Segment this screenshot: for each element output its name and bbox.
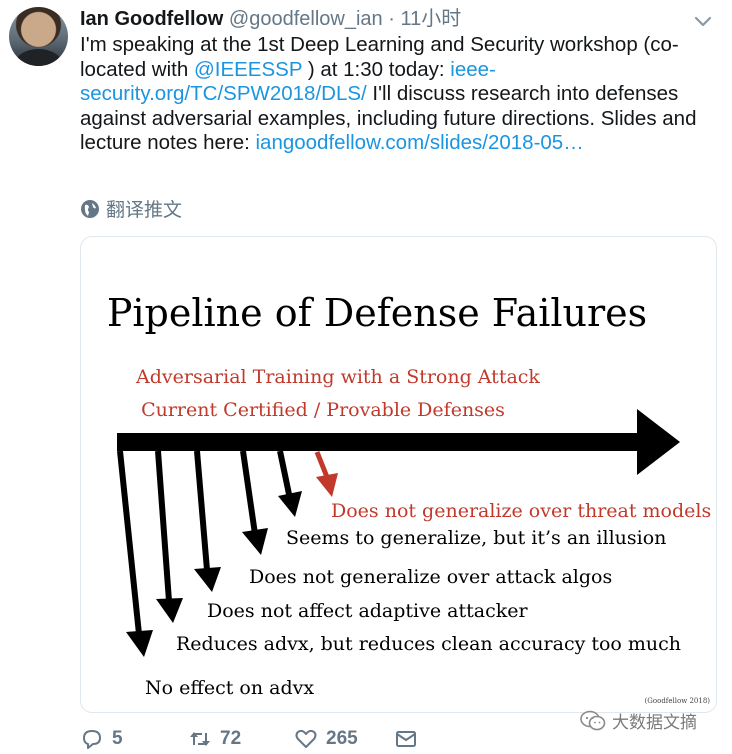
tweet-timestamp[interactable]: 11小时 [400,8,462,30]
direct-message-button[interactable] [394,727,418,751]
main-arrowhead [637,409,680,475]
wechat-icon [580,710,606,730]
slide-image[interactable]: Pipeline of Defense Failures Adversarial… [80,236,717,713]
main-pipeline-arrow [117,433,647,451]
author-handle[interactable]: @goodfellow_ian [228,8,383,30]
red-arrowhead [316,473,338,497]
tweet-body: I'm speaking at the 1st Deep Learning an… [80,33,720,156]
retweet-icon [190,732,210,746]
branch-arrows [117,450,302,657]
watermark-label: 大数据文摘 [612,713,697,732]
failure-label: Does not generalize over attack algos [249,566,612,588]
watermark: 大数据文摘 [580,708,697,733]
failure-label: Seems to generalize, but it’s an illusio… [286,527,666,549]
tweet-header: Ian Goodfellow @goodfellow_ian · 11小时 [80,6,461,32]
slide-canvas: Pipeline of Defense Failures Adversarial… [107,291,711,705]
author-name[interactable]: Ian Goodfellow [80,8,224,30]
tweet-text-part: I'm speaking at the 1st Deep Learning an… [80,33,679,81]
envelope-icon [396,731,416,747]
tweet-text-part: I'll discuss research into defenses agai… [80,82,697,154]
reply-icon [83,730,101,749]
like-button[interactable]: 265 [294,727,394,751]
heart-icon [295,729,317,748]
failure-label: Does not generalize over threat models [331,500,711,522]
failure-label: Does not affect adaptive attacker [207,600,528,622]
tweet-actions: 5 72 265 [80,725,418,753]
retweet-button[interactable]: 72 [188,727,294,751]
like-count: 265 [326,728,358,749]
globe-icon [81,199,99,218]
failure-label: Reduces advx, but reduces clean accuracy… [176,633,681,655]
reply-button[interactable]: 5 [80,727,188,751]
chevron-down-icon[interactable] [692,10,714,32]
slides-link[interactable]: iangoodfellow.com/slides/2018-05… [255,131,584,154]
red-arrow-shaft [314,451,330,478]
mention-link[interactable]: @IEEESSP [193,57,303,81]
tweet-text-part: ) at 1:30 today: [302,57,451,81]
slide-title: Pipeline of Defense Failures [107,291,647,335]
separator-dot: · [388,8,395,30]
red-line-2: Current Certified / Provable Defenses [141,399,505,421]
translate-tweet-button[interactable]: 翻译推文 [80,195,182,222]
workshop-link[interactable]: ieee-security.org/TC/SPW2018/DLS/ [80,57,496,106]
reply-count: 5 [112,728,123,749]
translate-label: 翻译推文 [106,200,183,221]
slide-credit: (Goodfellow 2018) [645,697,711,705]
red-line-1: Adversarial Training with a Strong Attac… [135,366,540,388]
failure-label: No effect on advx [145,677,314,699]
retweet-count: 72 [220,728,242,749]
author-avatar[interactable] [9,7,68,66]
